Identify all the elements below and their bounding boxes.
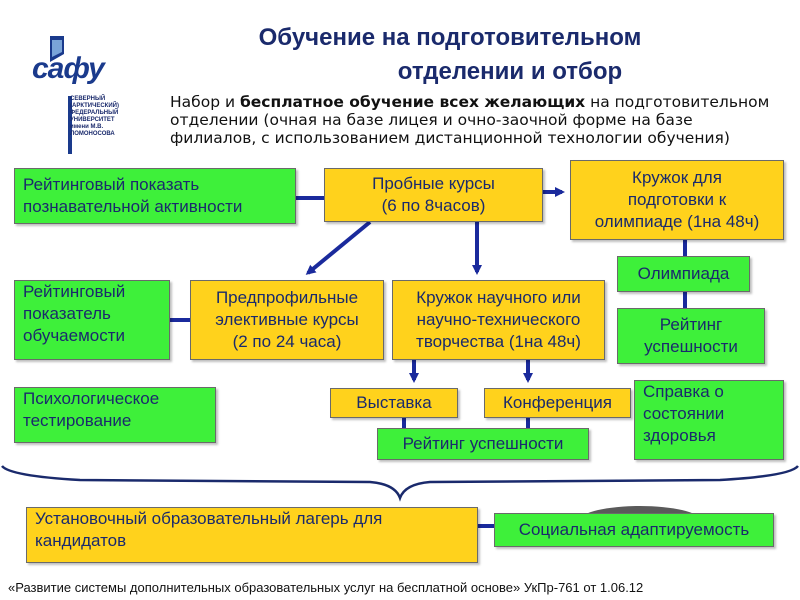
- box-health-certificate: Справка о состоянии здоровья: [634, 380, 784, 460]
- logo-caption: СЕВЕРНЫЙ (АРКТИЧЕСКИЙ) ФЕДЕРАЛЬНЫЙ УНИВЕ…: [70, 96, 119, 137]
- box-olympiad-club: Кружок для подготовки к олимпиаде (1на 4…: [570, 160, 784, 240]
- box-trial-courses: Пробные курсы (6 по 8часов): [324, 168, 543, 222]
- box-rating-success-bottom: Рейтинг успешности: [377, 428, 589, 460]
- box-conference: Конференция: [484, 388, 631, 418]
- box-exhibition: Выставка: [330, 388, 458, 418]
- page-title-line1: Обучение на подготовительном: [258, 24, 642, 51]
- box-rating-learning: Рейтинговый показатель обучаемости: [14, 280, 170, 360]
- box-rating-cognitive: Рейтинговый показать познавательной акти…: [14, 168, 296, 224]
- box-preprofile-courses: Предпрофильные элективные курсы (2 по 24…: [190, 280, 384, 360]
- box-social-adaptability: Социальная адаптируемость: [494, 513, 774, 547]
- group-bracket: [1, 465, 799, 502]
- page-title-line2: отделении и отбор: [397, 58, 623, 85]
- box-rating-success: Рейтинг успешности: [617, 308, 765, 364]
- university-logo: [28, 36, 118, 156]
- box-science-club: Кружок научного или научно-технического …: [392, 280, 605, 360]
- logo-word: сафу: [32, 52, 105, 85]
- box-psych-testing: Психологическое тестирование: [14, 387, 216, 443]
- footer-caption: «Развитие системы дополнительных образов…: [8, 580, 644, 595]
- intro-text: Набор и бесплатное обучение всех желающи…: [170, 93, 770, 147]
- box-orientation-camp: Установочный образовательный лагерь для …: [26, 507, 478, 563]
- box-olympiad: Олимпиада: [617, 256, 750, 292]
- logo-mark-icon: [50, 36, 72, 154]
- arrow-trial-preprofile: [305, 220, 372, 275]
